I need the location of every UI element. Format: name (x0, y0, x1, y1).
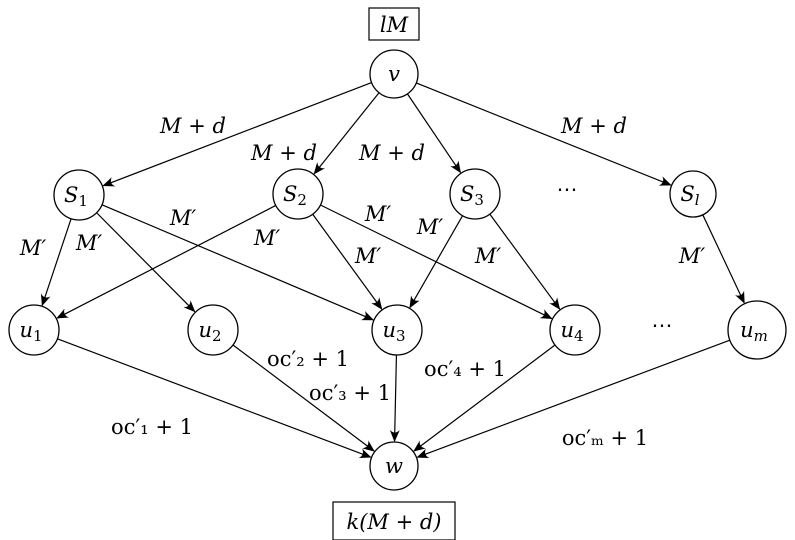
edge-label-v-to-S2: M + d (250, 141, 317, 165)
edge-label-S3-to-u4: M′ (474, 244, 502, 268)
node-um: um (727, 300, 787, 360)
edge-u2-to-w (232, 344, 375, 452)
node-u1: u1 (8, 304, 60, 356)
edge-S3-to-u4 (489, 213, 561, 310)
node-circle (449, 168, 501, 220)
edge-S1-to-u2 (96, 212, 196, 313)
edge-label-u1-to-w: oc′₁ + 1 (111, 415, 193, 439)
node-label: v (388, 62, 400, 86)
node-circle (187, 304, 239, 356)
node-S3: S3 (449, 168, 501, 220)
edge-u1-to-w (57, 338, 372, 458)
node-Sl: Sl (669, 170, 717, 218)
edge-label-Sl-to-um: M′ (678, 244, 706, 268)
node-u3: u3 (371, 304, 423, 356)
edge-u3-to-w (389, 354, 400, 443)
node-circle (272, 168, 324, 220)
edge-label-u2-to-w: oc′₂ + 1 (267, 347, 349, 371)
edge-label-v-to-S1: M + d (159, 114, 226, 138)
edge-Sl-to-um (702, 214, 745, 304)
node-u4: u4 (549, 304, 601, 356)
edge-v-to-Sl (416, 82, 672, 186)
edge-label-u4-to-w: oc′₄ + 1 (424, 357, 506, 381)
edge-S1-to-u3 (101, 204, 374, 321)
node-w: w (369, 441, 419, 491)
edge-label-v-to-Sl: M + d (560, 114, 627, 138)
edge-v-to-S1 (102, 82, 372, 187)
edge-S1-to-u1 (40, 218, 72, 307)
node-v: v (369, 49, 419, 99)
edge-S2-to-u1 (56, 204, 277, 319)
top-capacity-box: lM (368, 7, 420, 41)
top-capacity-label: lM (380, 13, 409, 37)
node-circle (669, 170, 717, 218)
node-circle (727, 300, 787, 360)
edge-label-S2-to-u3: M′ (354, 244, 382, 268)
edge-label-S3-to-u3: M′ (416, 215, 444, 239)
node-circle (549, 304, 601, 356)
node-S1: S1 (53, 169, 105, 221)
edge-label-um-to-w: oc′ₘ + 1 (562, 426, 648, 450)
node-label: w (385, 454, 403, 478)
edge-S3-to-u3 (409, 215, 464, 309)
edge-u4-to-w (413, 344, 556, 452)
edge-label-S2-to-u4: M′ (364, 202, 392, 226)
ellipsis-s-row: ⋯ (557, 177, 578, 201)
edge-label-S1-to-u1: M′ (19, 236, 47, 260)
node-circle (369, 49, 419, 99)
bottom-capacity-label: k(M + d) (346, 510, 441, 534)
edge-label-S2-to-u1: M′ (253, 226, 281, 250)
node-S2: S2 (272, 168, 324, 220)
edge-um-to-w (416, 339, 731, 459)
node-u2: u2 (187, 304, 239, 356)
edge-v-to-S3 (406, 93, 462, 174)
node-circle (8, 304, 60, 356)
node-circle (369, 441, 419, 491)
edge-label-u3-to-w: oc′₃ + 1 (309, 381, 391, 405)
ellipsis-u-row: ⋯ (652, 313, 673, 337)
edge-label-S1-to-u3: M′ (169, 206, 197, 230)
bottom-capacity-box: k(M + d) (332, 501, 456, 540)
edge-label-v-to-S3: M + d (358, 141, 425, 165)
edge-v-to-S2 (313, 92, 380, 175)
node-circle (371, 304, 423, 356)
edge-S2-to-u3 (312, 213, 383, 310)
node-circle (53, 169, 105, 221)
edge-label-S1-to-u2: M′ (75, 231, 103, 255)
